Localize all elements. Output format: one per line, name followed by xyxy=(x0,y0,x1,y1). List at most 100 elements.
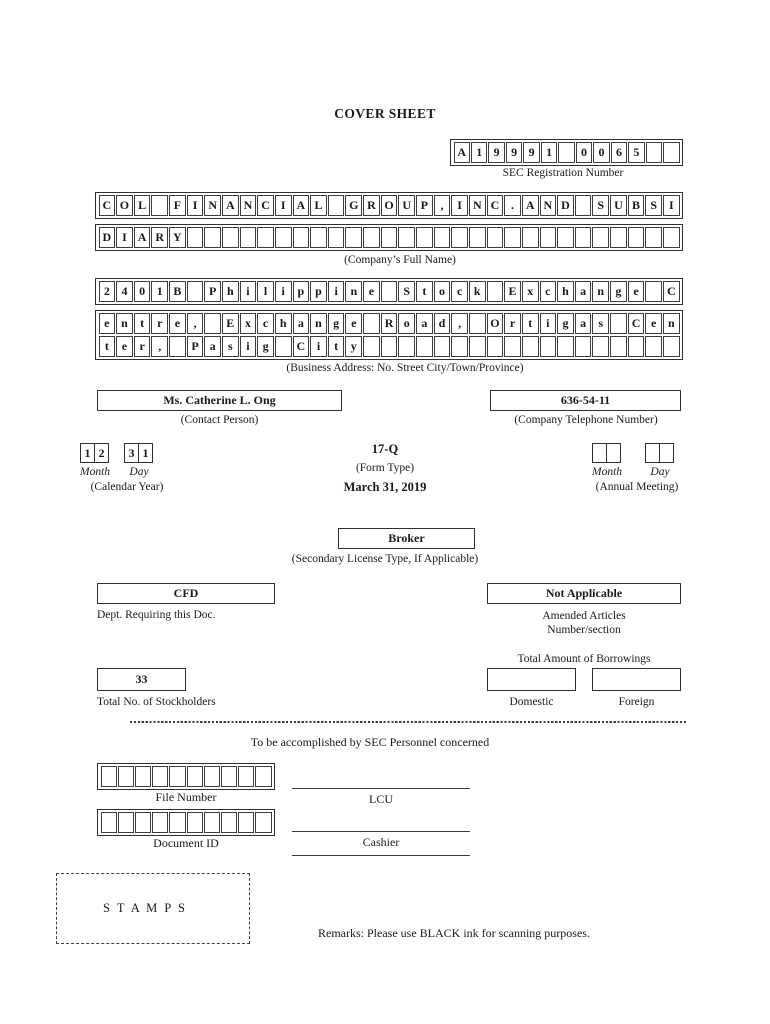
grid-cell: O xyxy=(116,195,133,216)
grid-cell: i xyxy=(274,281,292,302)
grid-cell: C xyxy=(292,336,310,357)
document-id-label: Document ID xyxy=(153,836,219,850)
cashier-label: Cashier xyxy=(362,835,400,849)
grid-cell: U xyxy=(398,195,416,216)
grid-cell: r xyxy=(151,313,169,334)
grid-cell xyxy=(557,227,574,248)
grid-cell xyxy=(255,766,272,787)
grid-cell xyxy=(238,812,255,833)
grid-cell xyxy=(486,336,504,357)
grid-cell: C xyxy=(98,195,116,216)
amended-articles-box: Not Applicable xyxy=(487,583,681,604)
grid-cell: 1 xyxy=(84,446,91,460)
grid-cell: e xyxy=(627,281,645,302)
grid-cell xyxy=(134,766,152,787)
grid-cell: n xyxy=(592,281,610,302)
grid-cell: S xyxy=(592,195,610,216)
grid-cell: t xyxy=(416,281,433,302)
grid-cell: e xyxy=(169,313,186,334)
grid-cell: 6 xyxy=(610,142,628,163)
grid-cell xyxy=(574,195,592,216)
grid-cell: , xyxy=(433,195,451,216)
grid-cell xyxy=(169,336,186,357)
grid-cell xyxy=(257,227,274,248)
grid-cell xyxy=(220,812,238,833)
grid-cell: x xyxy=(521,281,539,302)
grid-cell xyxy=(398,336,416,357)
grid-cell xyxy=(345,227,363,248)
annual-day-boxes xyxy=(645,443,674,463)
grid-cell xyxy=(663,142,680,163)
grid-cell: . xyxy=(504,195,521,216)
dept-box: CFD xyxy=(97,583,275,604)
grid-cell: D xyxy=(98,227,116,248)
grid-cell: R xyxy=(380,313,398,334)
grid-cell: B xyxy=(169,281,186,302)
grid-cell xyxy=(627,227,645,248)
grid-cell xyxy=(645,142,663,163)
grid-cell: , xyxy=(186,313,204,334)
lcu-label: LCU xyxy=(369,792,393,806)
amended-articles-label-line2: Number/section xyxy=(547,624,621,636)
grid-cell: A xyxy=(521,195,539,216)
secondary-license-label: (Secondary License Type, If Applicable) xyxy=(291,553,479,565)
borrowings-domestic-box xyxy=(487,668,576,691)
grid-cell: R xyxy=(151,227,169,248)
grid-cell xyxy=(117,812,134,833)
grid-cell xyxy=(363,313,380,334)
grid-cell: 2 xyxy=(98,281,116,302)
grid-cell xyxy=(451,336,468,357)
grid-cell xyxy=(433,227,451,248)
grid-cell: t xyxy=(98,336,116,357)
grid-cell: 1 xyxy=(151,281,169,302)
grid-cell xyxy=(186,227,204,248)
grid-cell: C xyxy=(663,281,680,302)
grid-cell: h xyxy=(557,281,574,302)
grid-cell: 0 xyxy=(593,142,610,163)
grid-cell: P xyxy=(186,336,204,357)
grid-cell xyxy=(606,444,620,462)
lcu-line xyxy=(292,788,470,789)
grid-cell: 0 xyxy=(133,281,151,302)
dept-label: Dept. Requiring this Doc. xyxy=(97,609,216,621)
grid-cell xyxy=(539,336,557,357)
grid-cell xyxy=(468,227,486,248)
grid-cell xyxy=(220,766,238,787)
grid-cell: S xyxy=(398,281,416,302)
grid-cell: A xyxy=(133,227,151,248)
grid-cell xyxy=(645,281,662,302)
grid-cell: I xyxy=(274,195,292,216)
grid-cell xyxy=(169,812,186,833)
form-type-value: 17-Q xyxy=(371,442,399,456)
grid-cell xyxy=(203,766,220,787)
grid-cell xyxy=(521,227,539,248)
grid-cell: n xyxy=(310,313,327,334)
calendar-month-label: Month xyxy=(79,466,111,478)
borrowings-foreign-label: Foreign xyxy=(618,696,655,708)
grid-cell: G xyxy=(345,195,363,216)
grid-cell xyxy=(100,812,117,833)
grid-cell: C xyxy=(486,195,504,216)
grid-cell: a xyxy=(416,313,433,334)
grid-cell xyxy=(152,812,169,833)
stockholders-box: 33 xyxy=(97,668,186,691)
grid-cell: 4 xyxy=(116,281,133,302)
grid-cell: E xyxy=(504,281,521,302)
grid-cell xyxy=(451,227,468,248)
grid-cell xyxy=(592,336,610,357)
cashier-line-top xyxy=(292,831,470,832)
grid-cell xyxy=(539,227,557,248)
grid-cell: 3 xyxy=(128,446,135,460)
grid-cell: 9 xyxy=(523,142,540,163)
grid-cell xyxy=(292,227,310,248)
grid-cell xyxy=(117,766,134,787)
form-period-date: March 31, 2019 xyxy=(343,480,427,494)
form-type-label: (Form Type) xyxy=(355,462,415,474)
stamps-label: S T A M P S xyxy=(103,901,187,915)
grid-cell: 2 xyxy=(94,444,108,462)
grid-cell xyxy=(327,195,345,216)
grid-cell xyxy=(363,227,380,248)
